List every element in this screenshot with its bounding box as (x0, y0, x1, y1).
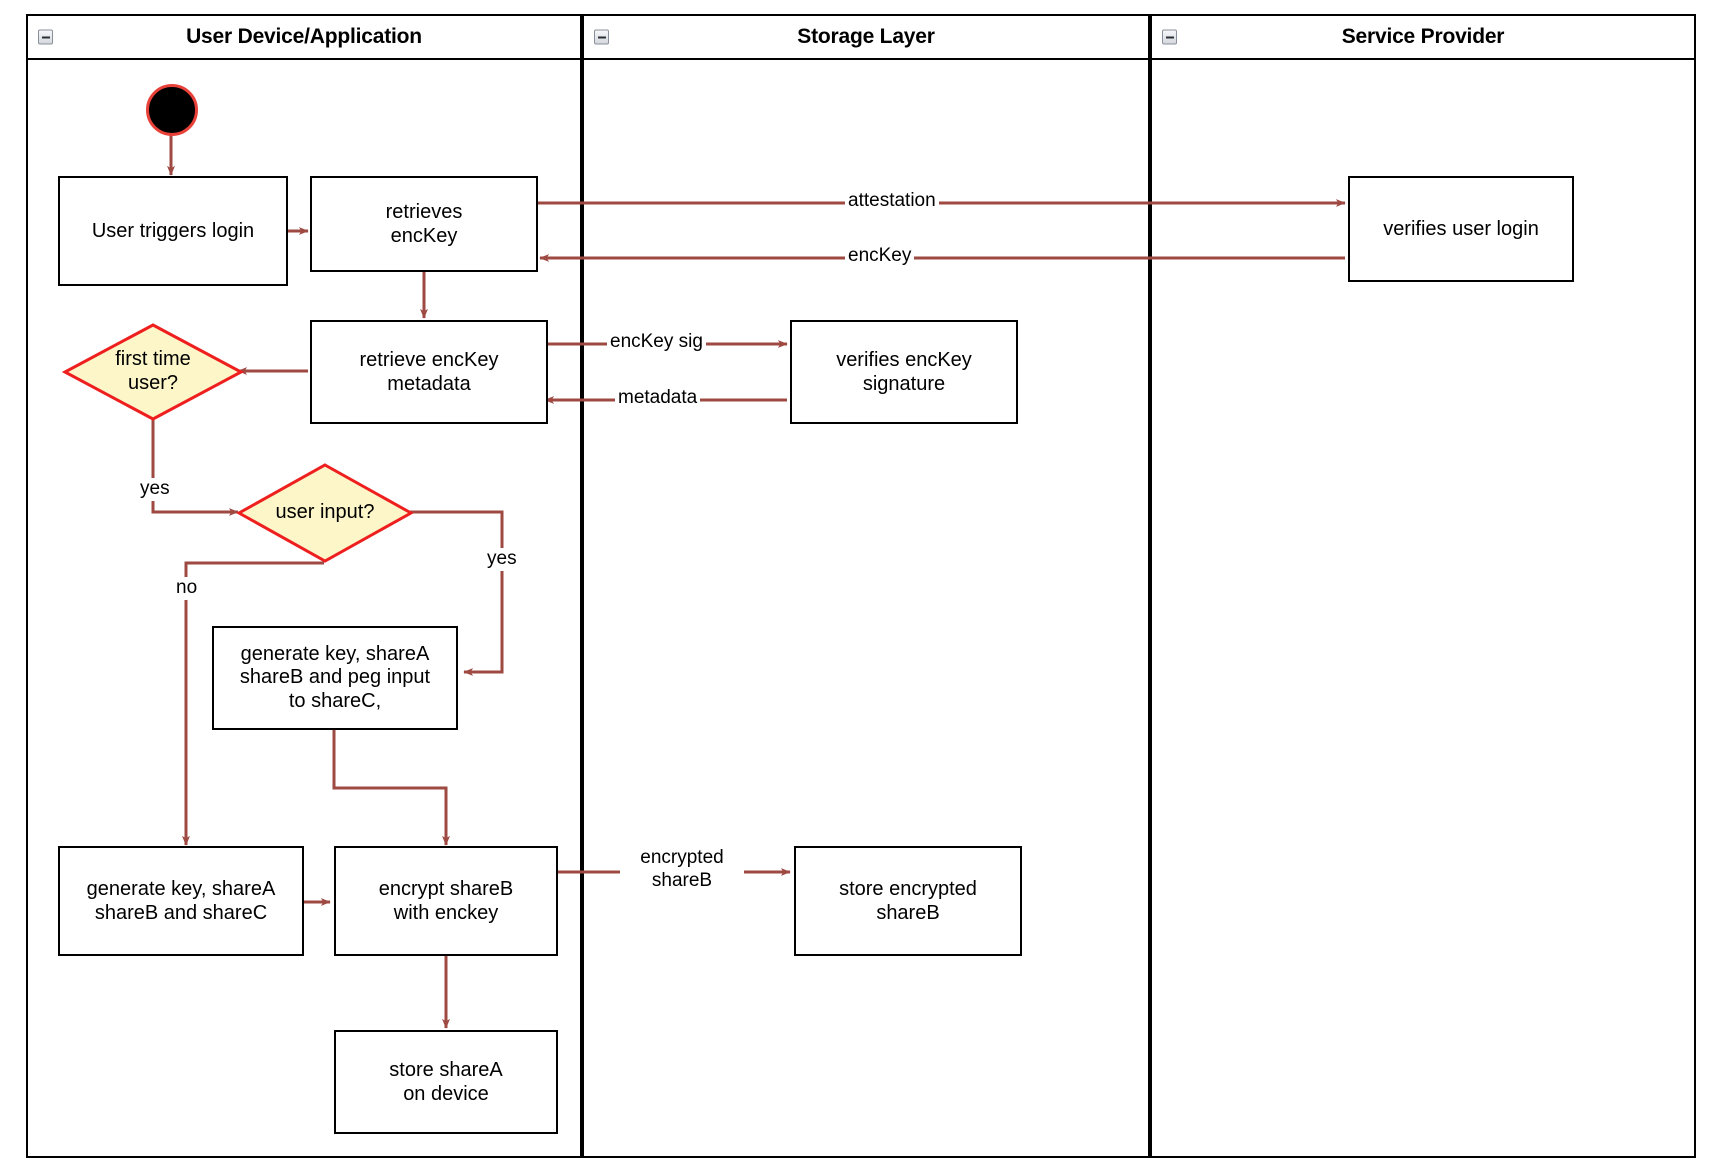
action-label: verifies user login (1383, 217, 1539, 240)
action-retrieves-enckey[interactable]: retrieves encKey (310, 176, 538, 272)
edge-label-no-user-input: no (173, 577, 201, 600)
action-label-line2: encKey (390, 225, 458, 247)
action-label-line2: shareB (876, 902, 940, 924)
edge-label-text: yes (487, 548, 517, 569)
swimlane-title: Service Provider (1341, 25, 1505, 48)
action-label-line1: store encrypted (839, 877, 977, 900)
action-user-triggers-login[interactable]: User triggers login (58, 176, 288, 286)
action-label-line1: generate key, shareA (86, 877, 276, 900)
action-label-line3: to shareC, (288, 689, 382, 712)
action-store-encrypted-shareb[interactable]: store encrypted shareB (794, 846, 1022, 956)
action-encrypt-shareb[interactable]: encrypt shareB with enckey (334, 846, 558, 956)
action-label-line2: shareB and peg input (239, 666, 431, 689)
action-label-line2: with enckey (393, 902, 499, 924)
swimlane-title: User Device/Application (186, 25, 422, 48)
edge-label-text-line1: encrypted (640, 847, 724, 868)
edge-label-text: no (176, 577, 198, 598)
action-label: verifies encKey signature (836, 348, 972, 395)
edge-label-text: encKey sig (610, 331, 703, 352)
edge-label-attestation: attestation (845, 190, 939, 213)
action-label-line1: store shareA (389, 1058, 503, 1081)
edge-label-yes-user-input: yes (484, 548, 520, 571)
minus-box-icon[interactable] (594, 29, 609, 45)
decision-first-time-user[interactable]: first time user? (62, 322, 244, 422)
decision-user-input[interactable]: user input? (236, 462, 414, 564)
minus-box-icon[interactable] (38, 29, 53, 45)
action-label-line1: encrypt shareB (378, 877, 514, 900)
edge-label-text: metadata (618, 387, 698, 408)
action-verifies-user-login[interactable]: verifies user login (1348, 176, 1574, 282)
edge-label-text: attestation (848, 190, 936, 211)
action-label-line1: generate key, shareA (240, 643, 430, 666)
action-label-line2: metadata (387, 373, 471, 395)
edge-label-enckey: encKey (845, 245, 915, 268)
edge-label-enckey-sig: encKey sig (607, 331, 706, 354)
swimlane-title: Storage Layer (797, 25, 935, 48)
edge-label-text: yes (140, 478, 170, 499)
action-generate-key-shares[interactable]: generate key, shareA shareB and shareC (58, 846, 304, 956)
edge-label-text: encKey (848, 245, 912, 266)
action-verifies-enckey-signature[interactable]: verifies encKey signature (790, 320, 1018, 424)
action-label-line2: shareB and shareC (94, 902, 268, 924)
edge-label-metadata: metadata (615, 387, 701, 410)
swimlane-header-user-device: User Device/Application (28, 16, 580, 60)
action-retrieve-enckey-metadata[interactable]: retrieve encKey metadata (310, 320, 548, 424)
action-store-sharea-on-device[interactable]: store shareA on device (334, 1030, 558, 1134)
action-label-line2: on device (403, 1083, 489, 1105)
action-label-line1: retrieves (385, 200, 463, 223)
swimlane-header-storage-layer: Storage Layer (584, 16, 1148, 60)
minus-box-icon[interactable] (1162, 29, 1177, 45)
initial-node[interactable] (146, 84, 198, 136)
edge-label-encrypted-shareb: encrypted shareB (620, 847, 744, 893)
swimlane-header-service-provider: Service Provider (1152, 16, 1694, 60)
action-label: User triggers login (91, 219, 255, 242)
edge-label-text-line2: shareB (651, 869, 713, 891)
swimlane-storage-layer[interactable]: Storage Layer (582, 14, 1150, 1158)
action-label-line1: retrieve encKey (359, 348, 499, 371)
action-generate-key-peg[interactable]: generate key, shareA shareB and peg inpu… (212, 626, 458, 730)
edge-label-yes-first-time: yes (137, 478, 173, 501)
